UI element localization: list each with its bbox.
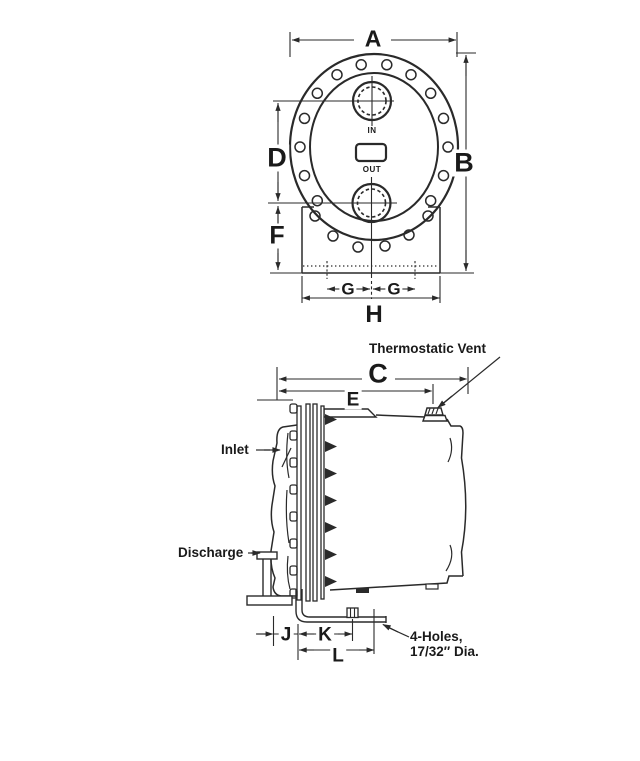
discharge-pipe [246, 551, 293, 606]
dim-h [301, 276, 441, 303]
mounting-bracket [295, 589, 387, 623]
discharge-label: Discharge [178, 545, 244, 560]
holes-note-line1: 4-Holes, [410, 629, 463, 644]
inlet-label: Inlet [221, 442, 249, 457]
dim-label-f: F [267, 221, 287, 250]
dim-label-c: C [366, 358, 390, 389]
dim-label-l: L [330, 645, 346, 667]
dim-label-d: D [265, 142, 289, 173]
thermostatic-vent-label: Thermostatic Vent [369, 341, 487, 356]
dim-label-j: J [278, 624, 294, 646]
vent-leader [437, 356, 501, 409]
front-view [268, 32, 476, 303]
dim-label-b: B [452, 147, 476, 178]
dim-label-a: A [364, 25, 382, 52]
dim-c [257, 367, 469, 401]
flange-studs [325, 414, 337, 587]
dim-jkl [256, 609, 375, 660]
side-view [246, 356, 501, 660]
nameplate-slot [354, 142, 388, 163]
dim-a [289, 32, 458, 57]
out-port [268, 177, 397, 299]
dim-label-g-left: G [339, 279, 357, 299]
holes-leader [382, 623, 410, 638]
inlet-casing [270, 424, 298, 597]
in-port [273, 76, 394, 126]
bolt-holes [294, 59, 454, 253]
out-port-label: OUT [362, 165, 382, 174]
dim-label-g-right: G [385, 279, 403, 299]
in-port-label: IN [367, 126, 377, 135]
thermostatic-vent-fitting [422, 407, 448, 422]
flange-bolt-heads [289, 403, 298, 599]
dim-label-h: H [365, 301, 383, 328]
flange-stack [289, 403, 337, 602]
pump-body [323, 408, 467, 593]
dim-label-k: K [316, 624, 334, 646]
holes-note-line2: 17/32″ Dia. [410, 644, 479, 659]
dim-label-e: E [344, 389, 362, 411]
